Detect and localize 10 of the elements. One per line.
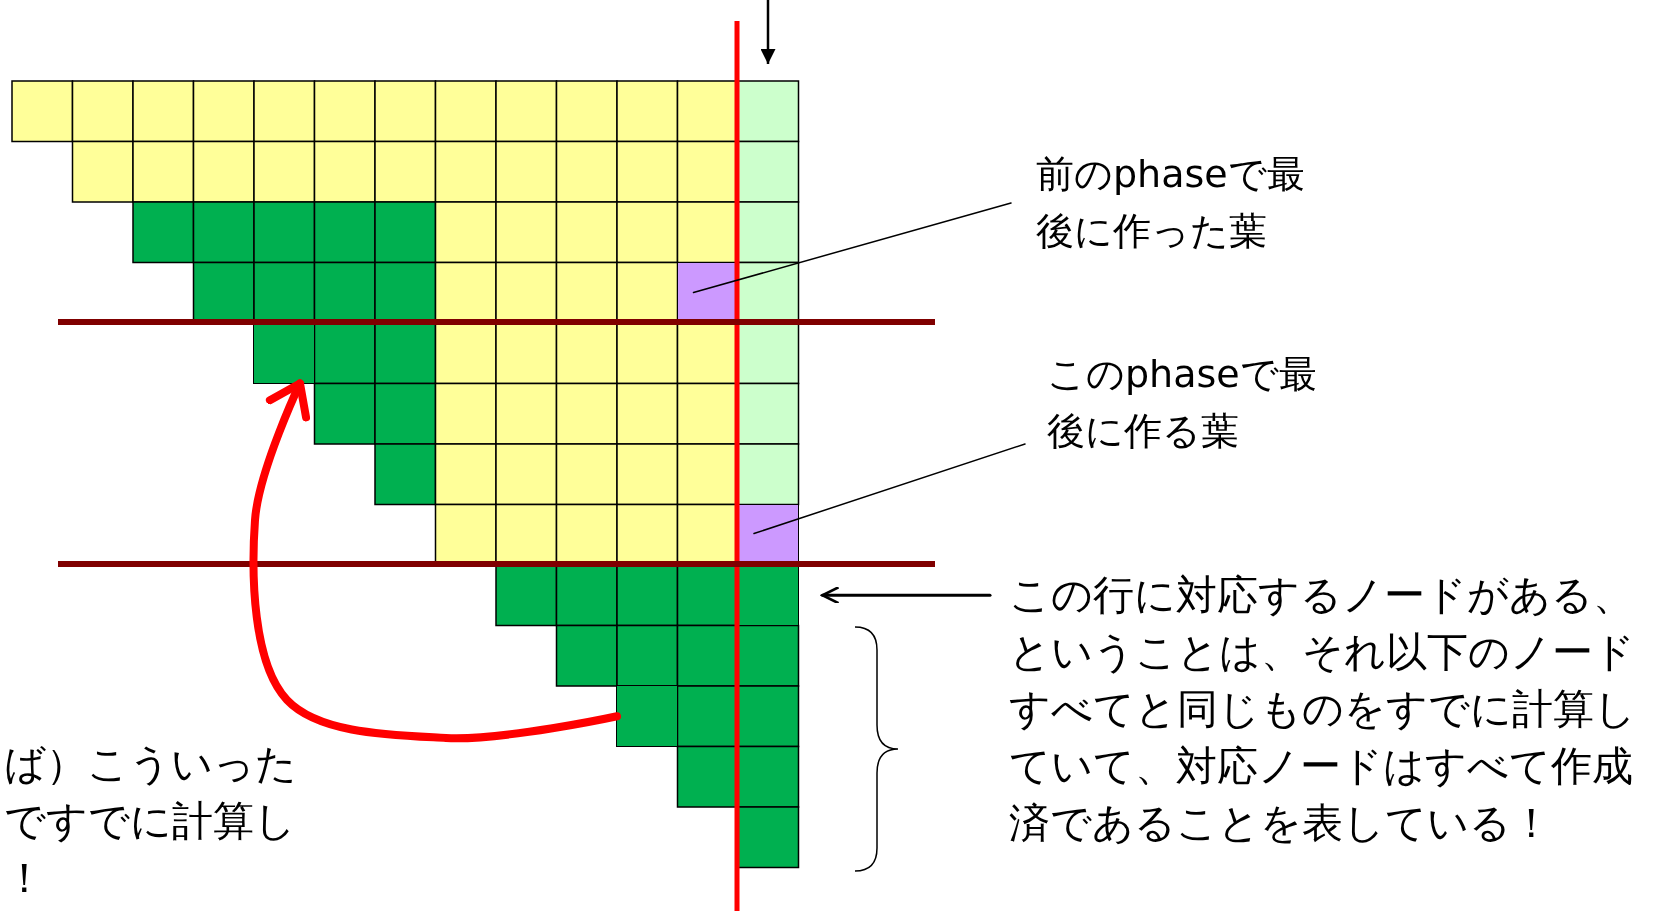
grid-cell [616, 685, 679, 748]
callout-text: このphaseで最後に作る葉 [1047, 351, 1318, 455]
arrow [821, 585, 992, 605]
arrow [249, 379, 621, 743]
note-text: この行に対応するノードがある、ということは、それ以下のノードすべてと同じものをすでに計算していて、対応ノードはすべて作成済であることを表している！ [1009, 570, 1637, 849]
grid-cell [253, 322, 316, 385]
leader-line [753, 443, 1026, 535]
note-text: ば）こういったですでに計算し！ [4, 739, 298, 904]
callout-text: 前のphaseで最後に作った葉 [1036, 151, 1306, 255]
leader-line [692, 202, 1012, 294]
